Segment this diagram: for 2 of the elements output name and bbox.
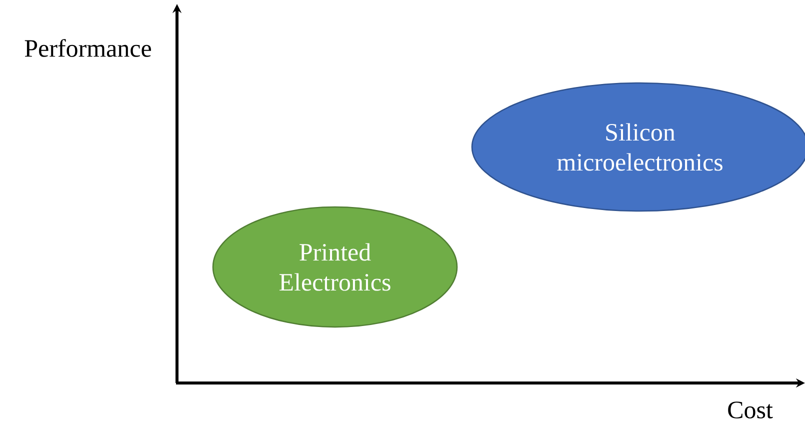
axis-label: Performance — [24, 39, 151, 57]
axis-label: Cost — [728, 402, 773, 418]
